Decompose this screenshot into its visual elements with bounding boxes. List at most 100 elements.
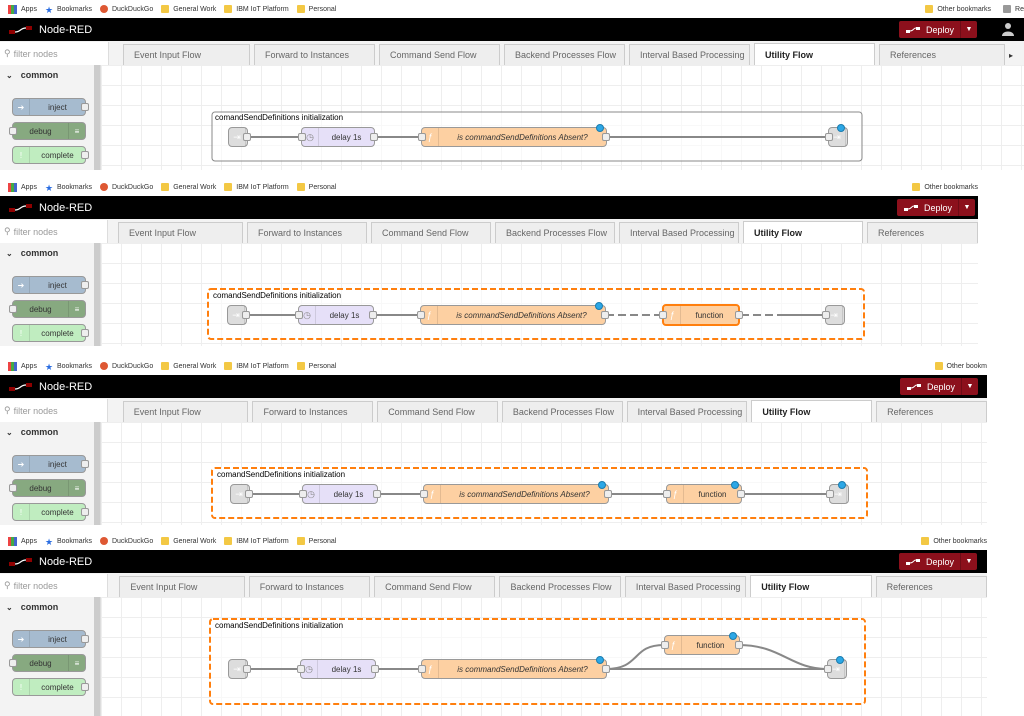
tab-utility-flow[interactable]: Utility Flow xyxy=(751,400,873,422)
deploy-button[interactable]: Deploy ▼ xyxy=(899,553,977,570)
palette-category-common[interactable]: ⌄common xyxy=(6,427,59,437)
flow-canvas[interactable]: comandSendDefinitions initialization ⇥ ◷… xyxy=(101,243,978,346)
palette-node-inject[interactable]: ➔inject xyxy=(12,630,89,648)
palette-node-debug[interactable]: debug≡ xyxy=(9,300,86,318)
link-in-node[interactable]: ⇥ xyxy=(227,305,250,325)
link-out-node[interactable]: ⇥ xyxy=(826,481,849,504)
palette-node-inject[interactable]: ➔inject xyxy=(12,455,89,473)
bookmark-apps[interactable]: Apps xyxy=(8,536,37,546)
filter-nodes-input[interactable]: ⚲filter nodes xyxy=(0,42,109,65)
palette-node-debug[interactable]: debug≡ xyxy=(9,479,86,497)
flow-canvas[interactable]: comandSendDefinitions initialization ⇥ ◷… xyxy=(101,422,987,525)
tab-utility-flow[interactable]: Utility Flow xyxy=(750,575,872,597)
tab-event-input-flow[interactable]: Event Input Flow xyxy=(119,576,245,597)
tab-command-send-flow[interactable]: Command Send Flow xyxy=(379,44,500,65)
deploy-button[interactable]: Deploy ▼ xyxy=(900,378,978,395)
bookmark-ibm[interactable]: IBM IoT Platform xyxy=(224,362,289,370)
bookmark-duckduckgo[interactable]: DuckDuckGo xyxy=(99,183,153,191)
bookmark-bookmarks[interactable]: ★Bookmarks xyxy=(44,5,92,15)
tab-utility-flow[interactable]: Utility Flow xyxy=(754,43,875,65)
bookmark-duckduckgo[interactable]: DuckDuckGo xyxy=(99,362,153,370)
tab-references[interactable]: References xyxy=(875,576,987,597)
deploy-button[interactable]: Deploy ▼ xyxy=(897,199,975,216)
bookmark-other[interactable]: Other bookmarks xyxy=(925,5,991,13)
bookmark-ibm[interactable]: IBM IoT Platform xyxy=(224,183,289,191)
tab-command-send-flow[interactable]: Command Send Flow xyxy=(374,576,496,597)
bookmark-other[interactable]: Other bookmarks xyxy=(912,183,978,191)
scroll-tabs-right-icon[interactable]: ▸ xyxy=(1009,50,1014,60)
palette-category-common[interactable]: ⌄common xyxy=(6,602,59,612)
bookmark-apps[interactable]: Apps xyxy=(8,361,37,371)
palette-scrollbar[interactable] xyxy=(94,597,100,716)
tab-forward-to-instances[interactable]: Forward to Instances xyxy=(254,44,375,65)
bookmark-bookmarks[interactable]: ★Bookmarks xyxy=(44,183,92,193)
palette-node-complete[interactable]: !complete xyxy=(12,503,89,521)
filter-nodes-input[interactable]: ⚲filter nodes xyxy=(0,399,108,422)
tab-backend-processes-flow[interactable]: Backend Processes Flow xyxy=(501,401,623,422)
bookmark-general-work[interactable]: General Work xyxy=(161,183,216,191)
deploy-menu-caret[interactable]: ▼ xyxy=(960,21,977,38)
tab-forward-to-instances[interactable]: Forward to Instances xyxy=(248,576,371,597)
palette-scrollbar[interactable] xyxy=(94,243,100,346)
deploy-menu-caret[interactable]: ▼ xyxy=(958,199,975,216)
palette-category-common[interactable]: ⌄common xyxy=(6,248,59,258)
tab-event-input-flow[interactable]: Event Input Flow xyxy=(123,44,250,65)
tab-command-send-flow[interactable]: Command Send Flow xyxy=(377,401,498,422)
bookmark-apps[interactable]: Apps xyxy=(8,4,37,14)
bookmark-reading-list[interactable]: Re xyxy=(1003,5,1024,13)
tab-interval-based-processing[interactable]: Interval Based Processing xyxy=(626,401,748,422)
link-out-node[interactable]: ⇥ xyxy=(822,305,845,325)
delay-node[interactable]: ◷delay 1s xyxy=(298,127,378,147)
palette-category-common[interactable]: ⌄common xyxy=(6,70,59,80)
bookmark-ibm[interactable]: IBM IoT Platform xyxy=(224,537,289,545)
tab-references[interactable]: References xyxy=(876,401,987,422)
delay-node[interactable]: ◷delay 1s xyxy=(295,305,377,325)
link-in-node[interactable]: ⇥ xyxy=(228,659,251,679)
user-icon[interactable] xyxy=(1002,22,1014,38)
tab-references[interactable]: References xyxy=(879,44,1005,65)
tab-utility-flow[interactable]: Utility Flow xyxy=(742,221,863,243)
palette-node-inject[interactable]: ➔inject xyxy=(12,276,89,294)
bookmark-duckduckgo[interactable]: DuckDuckGo xyxy=(99,537,153,545)
flow-canvas[interactable]: comandSendDefinitions initialization ⇥ ◷… xyxy=(101,597,987,716)
link-out-node[interactable]: ⇥ xyxy=(824,656,847,679)
palette-scrollbar[interactable] xyxy=(94,422,100,525)
bookmark-general-work[interactable]: General Work xyxy=(161,362,216,370)
link-in-node[interactable]: ⇥ xyxy=(228,127,251,147)
palette-node-complete[interactable]: !complete xyxy=(12,146,89,164)
tab-event-input-flow[interactable]: Event Input Flow xyxy=(122,401,249,422)
flow-canvas[interactable]: comandSendDefinitions initialization ⇥ ◷… xyxy=(101,65,1024,170)
palette-scrollbar[interactable] xyxy=(94,65,100,170)
tab-references[interactable]: References xyxy=(866,222,978,243)
bookmark-general-work[interactable]: General Work xyxy=(161,5,216,13)
tab-interval-based-processing[interactable]: Interval Based Processing xyxy=(629,44,750,65)
bookmark-personal[interactable]: Personal xyxy=(296,362,336,370)
palette-node-inject[interactable]: ➔inject xyxy=(12,98,89,116)
tab-event-input-flow[interactable]: Event Input Flow xyxy=(118,222,243,243)
tab-interval-based-processing[interactable]: Interval Based Processing xyxy=(618,222,739,243)
bookmark-ibm[interactable]: IBM IoT Platform xyxy=(224,5,289,13)
link-in-node[interactable]: ⇥ xyxy=(230,484,253,504)
filter-nodes-input[interactable]: ⚲filter nodes xyxy=(0,220,108,243)
deploy-menu-caret[interactable]: ▼ xyxy=(961,378,978,395)
palette-node-debug[interactable]: debug≡ xyxy=(9,654,86,672)
bookmark-other[interactable]: Other bookm xyxy=(934,362,987,370)
tab-backend-processes-flow[interactable]: Backend Processes Flow xyxy=(504,44,625,65)
palette-node-complete[interactable]: !complete xyxy=(12,678,89,696)
bookmark-personal[interactable]: Personal xyxy=(296,5,336,13)
delay-node[interactable]: ◷delay 1s xyxy=(297,659,379,679)
bookmark-bookmarks[interactable]: ★Bookmarks xyxy=(44,362,92,372)
tab-interval-based-processing[interactable]: Interval Based Processing xyxy=(624,576,747,597)
palette-node-debug[interactable]: debug≡ xyxy=(9,122,86,140)
palette-node-complete[interactable]: !complete xyxy=(12,324,89,342)
tab-forward-to-instances[interactable]: Forward to Instances xyxy=(246,222,367,243)
bookmark-personal[interactable]: Personal xyxy=(296,183,336,191)
link-out-node[interactable]: ⇥ xyxy=(825,124,848,147)
tab-forward-to-instances[interactable]: Forward to Instances xyxy=(252,401,374,422)
deploy-menu-caret[interactable]: ▼ xyxy=(960,553,977,570)
